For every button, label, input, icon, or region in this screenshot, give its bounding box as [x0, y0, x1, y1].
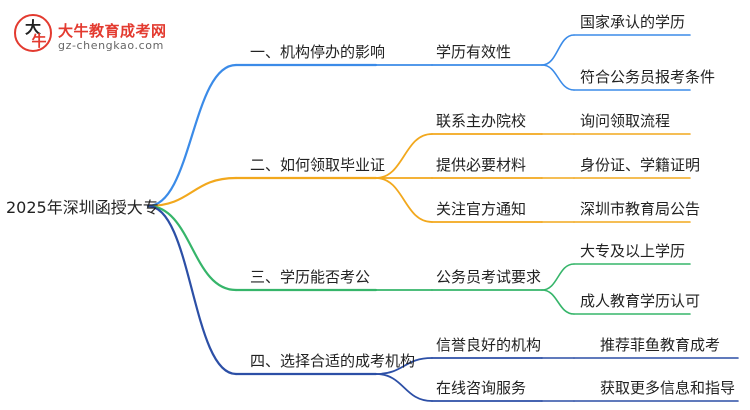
logo-badge-icon: 大 牛	[14, 14, 52, 52]
topic-label: 关注官方通知	[436, 200, 527, 218]
topic-label: 学历有效性	[436, 43, 512, 61]
topic-label: 信誉良好的机构	[436, 336, 542, 354]
leaf-connector	[541, 263, 575, 291]
topic-label: 联系主办院校	[436, 112, 527, 130]
leaf-label: 获取更多信息和指导	[600, 379, 736, 397]
logo-site-name: 大牛教育成考网	[58, 22, 167, 40]
leaf-label: 成人教育学历认可	[580, 292, 701, 310]
root-topic: 2025年深圳函授大专	[6, 198, 159, 217]
branch-label: 一、机构停办的影响	[250, 43, 386, 61]
branch-connector	[146, 176, 238, 208]
branch-label: 四、选择合适的成考机构	[250, 352, 416, 370]
logo-glyph-bottom: 牛	[31, 32, 47, 50]
leaf-label: 大专及以上学历	[580, 242, 686, 260]
topic-connector	[375, 133, 433, 179]
topic-label: 公务员考试要求	[436, 268, 542, 286]
leaf-label: 国家承认的学历	[580, 13, 686, 31]
topic-label: 提供必要材料	[436, 156, 527, 174]
leaf-label: 深圳市教育局公告	[580, 200, 701, 218]
logo-glyph-top: 大	[24, 18, 41, 37]
branch-label: 三、学历能否考公	[250, 268, 371, 286]
branch-label: 二、如何领取毕业证	[250, 156, 386, 174]
leaf-label: 符合公务员报考条件	[580, 68, 716, 86]
topic-label: 在线咨询服务	[436, 379, 527, 397]
topic-connector	[375, 373, 433, 402]
leaf-connector	[541, 289, 575, 315]
topic-connector	[375, 177, 433, 223]
leaf-label: 询问领取流程	[580, 112, 671, 130]
leaf-connector	[541, 34, 575, 66]
branch-connector	[146, 204, 238, 376]
branch-connector	[146, 63, 238, 208]
branch-connector	[146, 204, 238, 292]
leaf-label: 推荐菲鱼教育成考	[600, 336, 721, 354]
logo-site-url: gz-chengkao.com	[58, 39, 164, 52]
leaf-label: 身份证、学籍证明	[580, 156, 701, 174]
site-logo[interactable]: 大 牛 大牛教育成考网 gz-chengkao.com	[14, 14, 204, 60]
leaf-connector	[541, 64, 575, 91]
topic-connector	[375, 357, 433, 375]
